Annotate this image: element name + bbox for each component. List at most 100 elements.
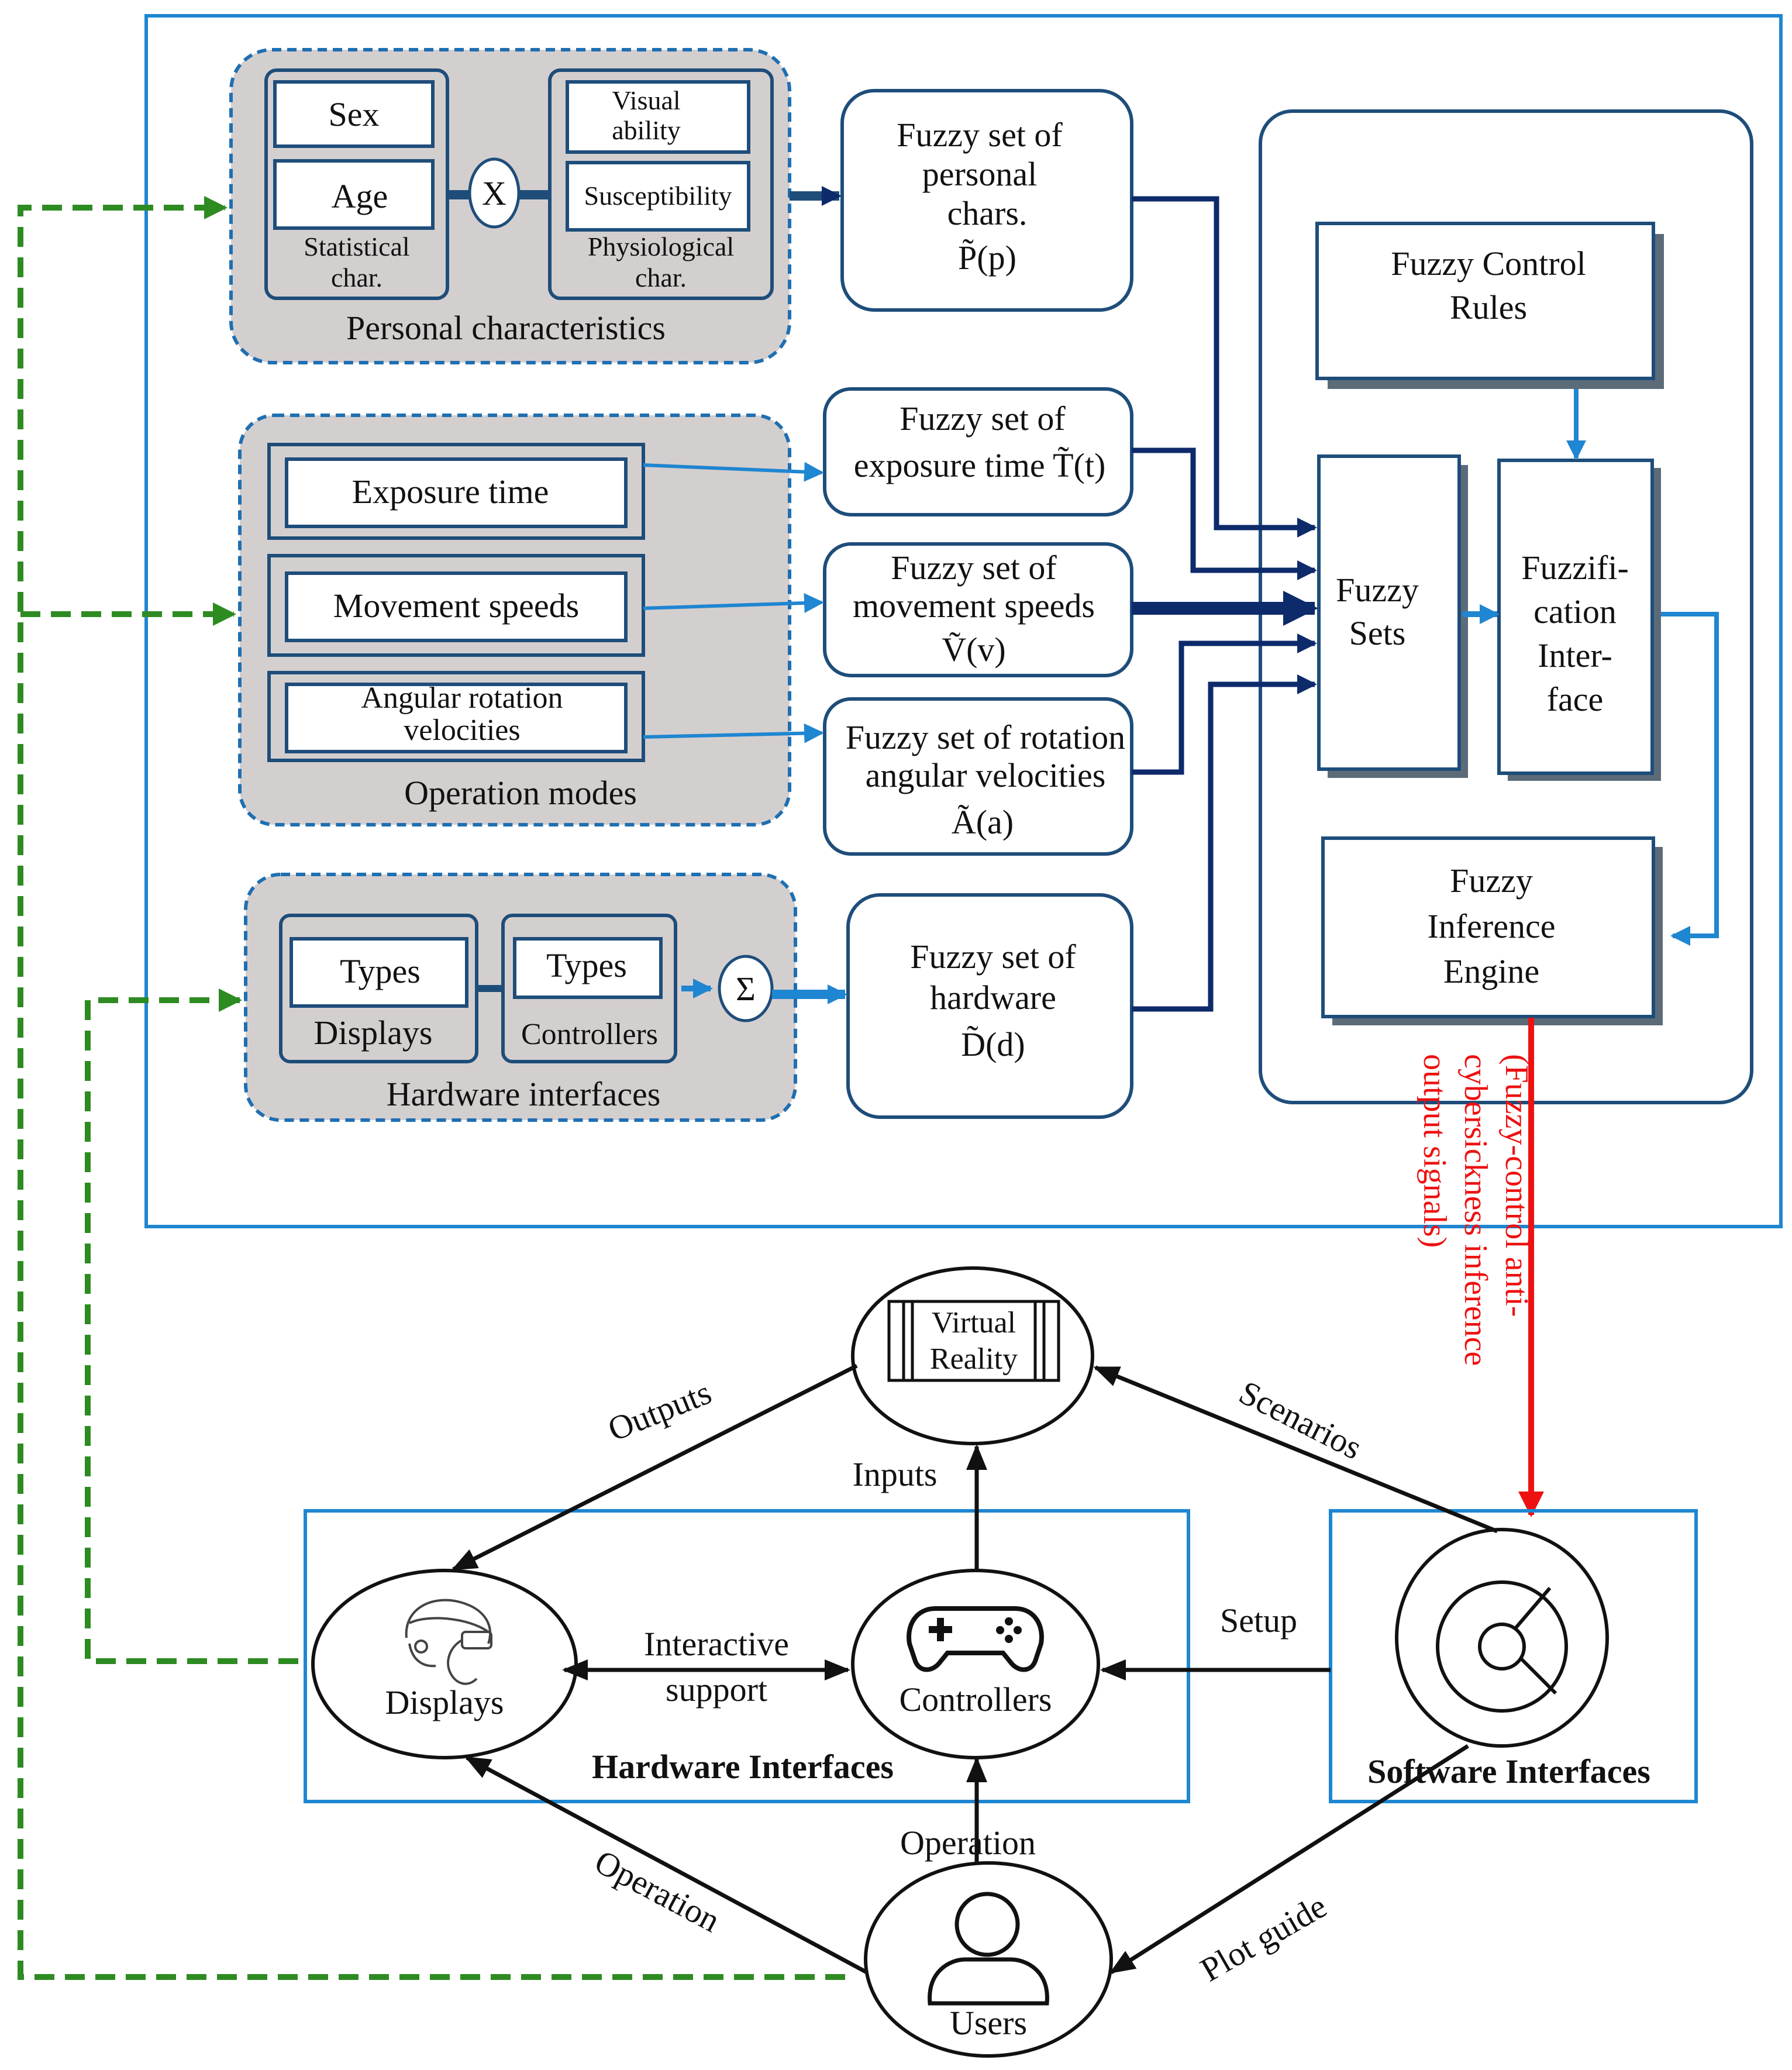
hardware-interfaces-frame (304, 1509, 1190, 1803)
interactive-support-label: Interactive (644, 1625, 789, 1663)
exposure-label: Exposure time (352, 473, 549, 511)
setup-label: Setup (1220, 1601, 1297, 1640)
hardware-interfaces-group: Types Displays Types Controllers Σ Hardw… (244, 873, 797, 1122)
fuzzy-control-rules-box: Fuzzy Control Rules (1315, 222, 1664, 389)
svg-text:exposure time T̃(t): exposure time T̃(t) (854, 446, 1106, 484)
fuzzy-set-personal: Fuzzy set of personal chars. P̃(p) (840, 89, 1133, 312)
visual-label-2: ability (612, 115, 681, 145)
svg-text:Fuzzy set of: Fuzzy set of (891, 549, 1057, 587)
fuzzy-set-hardware: Fuzzy set of hardware D̃(d) (846, 893, 1133, 1119)
sex-box (273, 80, 435, 148)
exposure-outer (267, 443, 645, 540)
sex-label: Sex (329, 95, 380, 133)
svg-text:Fuzzy set of: Fuzzy set of (910, 938, 1076, 976)
angular-to-fuzzyset-arrow (643, 723, 824, 743)
users-to-displays-arrow (464, 1755, 868, 1975)
software-to-vr-arrow (1093, 1365, 1498, 1534)
svg-text:Engine: Engine (1443, 952, 1539, 990)
users-node: Users (864, 1861, 1113, 2058)
operation-left-label: Operation (589, 1842, 726, 1940)
age-box (273, 159, 435, 230)
fuzzy-system-frame (144, 14, 1783, 1228)
software-dial-icon (1436, 1580, 1568, 1713)
svg-text:Fuzzy set of: Fuzzy set of (897, 116, 1063, 154)
controllers-label: Controllers (521, 1018, 658, 1051)
cross-symbol: X (482, 174, 506, 212)
vr-frame-icon (887, 1300, 1060, 1382)
angular-outer (267, 671, 645, 762)
outputs-label: Outputs (602, 1373, 716, 1448)
headset-icon (405, 1599, 492, 1685)
exposure-set-to-engine (1132, 447, 1317, 580)
svg-text:Fuzzy: Fuzzy (1336, 571, 1419, 609)
displays-node-label: Displays (385, 1683, 504, 1721)
svg-text:Ã(a): Ã(a) (952, 803, 1014, 841)
svg-text:personal: personal (922, 155, 1038, 193)
feedback-lines (18, 196, 845, 1980)
personal-characteristics-group: Sex Age Statistical char. X Visual abili… (229, 48, 791, 364)
susceptibility-label: Susceptibility (584, 181, 732, 211)
svg-text:Rules: Rules (1450, 288, 1527, 326)
svg-text:Inter-: Inter- (1538, 636, 1612, 674)
svg-text:Fuzzy set of: Fuzzy set of (900, 399, 1066, 438)
hardware-set-to-engine (1132, 674, 1317, 1012)
output-signal-label: (Fuzzy-control anti- cybersickness infer… (1417, 1054, 1535, 1366)
visual-label: Visual (612, 85, 680, 115)
physiological-label: Physiological (588, 232, 734, 261)
movement-box (285, 571, 628, 642)
software-interfaces-title: Software Interfaces (1367, 1752, 1650, 1790)
interactive-support-label-2: support (666, 1671, 767, 1709)
operation-modes-group: Exposure time Movement speeds Angular ro… (238, 414, 791, 826)
fuzzy-inference-engine-box: Fuzzy Inference Engine (1321, 836, 1663, 1025)
angular-box (285, 683, 628, 753)
movement-to-fuzzyset-arrow (643, 593, 824, 613)
displays-node: Displays (311, 1569, 578, 1759)
vr-to-displays-arrow (451, 1363, 858, 1572)
svg-text:P̃(p): P̃(p) (958, 239, 1016, 277)
controllers-types-box (513, 937, 663, 999)
svg-text:Ṽ(v): Ṽ(v) (942, 631, 1006, 669)
svg-text:face: face (1547, 680, 1604, 718)
displays-types-box (290, 937, 468, 1008)
angular-label-2: velocities (404, 714, 520, 747)
svg-text:output signals): output signals) (1417, 1054, 1453, 1248)
user-icon (928, 1892, 1049, 2006)
statistical-label: Statistical (304, 232, 409, 261)
fuzzification-to-inference-arrow (1661, 612, 1719, 946)
vr-label: Virtual (932, 1306, 1016, 1339)
fuzzy-set-exposure: Fuzzy set of exposure time T̃(t) (823, 387, 1133, 516)
movement-label: Movement speeds (333, 587, 579, 625)
users-node-label: Users (950, 2004, 1027, 2042)
visual-ability-box (566, 80, 750, 154)
fuzzy-set-rotation: Fuzzy set of rotation angular velocities… (823, 697, 1133, 856)
displays-types-label: Types (340, 952, 421, 990)
software-to-users-arrow (1109, 1744, 1469, 1974)
gamepad-icon (907, 1606, 1044, 1672)
svg-text:chars.: chars. (947, 194, 1028, 232)
controllers-types-label: Types (546, 946, 627, 984)
vr-label-2: Reality (930, 1342, 1018, 1376)
angular-label: Angular rotation (361, 681, 563, 715)
hardware-group-label: Hardware interfaces (387, 1075, 661, 1113)
svg-text:cation: cation (1533, 593, 1617, 631)
svg-text:Sets: Sets (1349, 614, 1406, 652)
svg-text:Fuzzy set of rotation: Fuzzy set of rotation (846, 718, 1125, 756)
software-node (1395, 1528, 1609, 1748)
svg-text:movement speeds: movement speeds (853, 587, 1095, 625)
svg-text:Fuzzy: Fuzzy (1450, 862, 1533, 900)
software-interfaces-frame (1329, 1509, 1698, 1803)
operation-mid-label: Operation (900, 1824, 1036, 1862)
svg-text:cybersickness inference: cybersickness inference (1457, 1054, 1494, 1366)
physiological-label-2: char. (635, 263, 687, 292)
sum-operator (718, 955, 774, 1022)
inputs-label: Inputs (853, 1455, 938, 1493)
hardware-interfaces-title: Hardware Interfaces (592, 1748, 894, 1786)
feedback-to-hardware (85, 988, 298, 1664)
fuzzy-sets-box: Fuzzy Sets (1317, 454, 1468, 778)
plot-guide-label: Plot guide (1194, 1887, 1333, 1989)
controllers-node-label: Controllers (900, 1680, 1052, 1718)
exposure-to-fuzzyset-arrow (643, 461, 824, 482)
svg-text:Inference: Inference (1428, 907, 1556, 945)
personal-set-to-engine (1132, 196, 1317, 538)
